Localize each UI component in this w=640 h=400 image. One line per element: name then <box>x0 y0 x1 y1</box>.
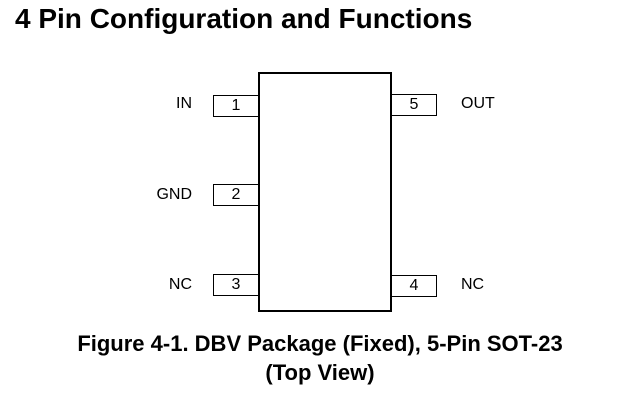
package-body <box>258 72 392 312</box>
pin-1-number: 1 <box>213 95 259 117</box>
figure-caption: Figure 4-1. DBV Package (Fixed), 5-Pin S… <box>77 331 563 356</box>
pin-3-name: NC <box>168 276 192 293</box>
pin-3-number: 3 <box>213 274 259 296</box>
section-title: 4 Pin Configuration and Functions <box>15 3 473 34</box>
pin-2-number: 2 <box>213 184 259 206</box>
pin-4-number: 4 <box>391 275 437 297</box>
pin-1-name: IN <box>176 95 192 112</box>
pin-5-name: OUT <box>461 95 495 112</box>
pin-4-name: NC <box>461 276 485 293</box>
pin-5-number: 5 <box>391 94 437 116</box>
figure-caption-view: (Top View) <box>265 360 375 385</box>
pin-2-name: GND <box>156 186 192 203</box>
